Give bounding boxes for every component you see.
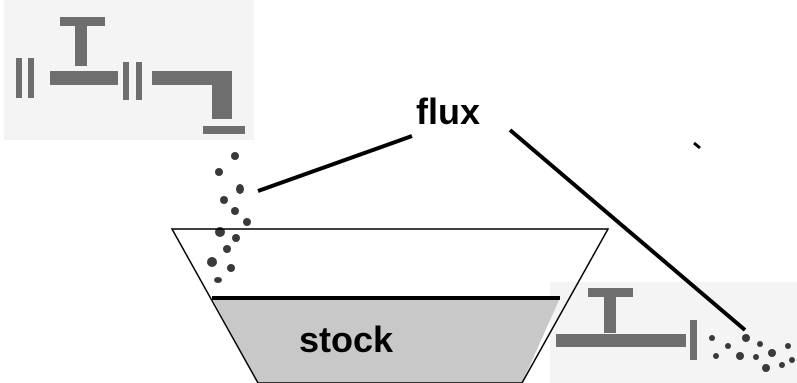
- flux-label: flux: [416, 91, 480, 132]
- outflow-drops-icon: [709, 334, 795, 372]
- stock-label: stock: [299, 319, 394, 360]
- flux-pointer-outflow: [508, 128, 747, 332]
- outflow-tap-icon: [556, 288, 697, 360]
- stock-container-outline: [170, 228, 610, 383]
- flux-pointer-inflow: [257, 134, 413, 193]
- outflow-tap-halo: [550, 282, 797, 383]
- inflow-drops-icon: [207, 152, 251, 283]
- inflow-tap-icon: [16, 17, 245, 134]
- stray-mark: [693, 141, 701, 150]
- stock-container-fill: [212, 298, 560, 383]
